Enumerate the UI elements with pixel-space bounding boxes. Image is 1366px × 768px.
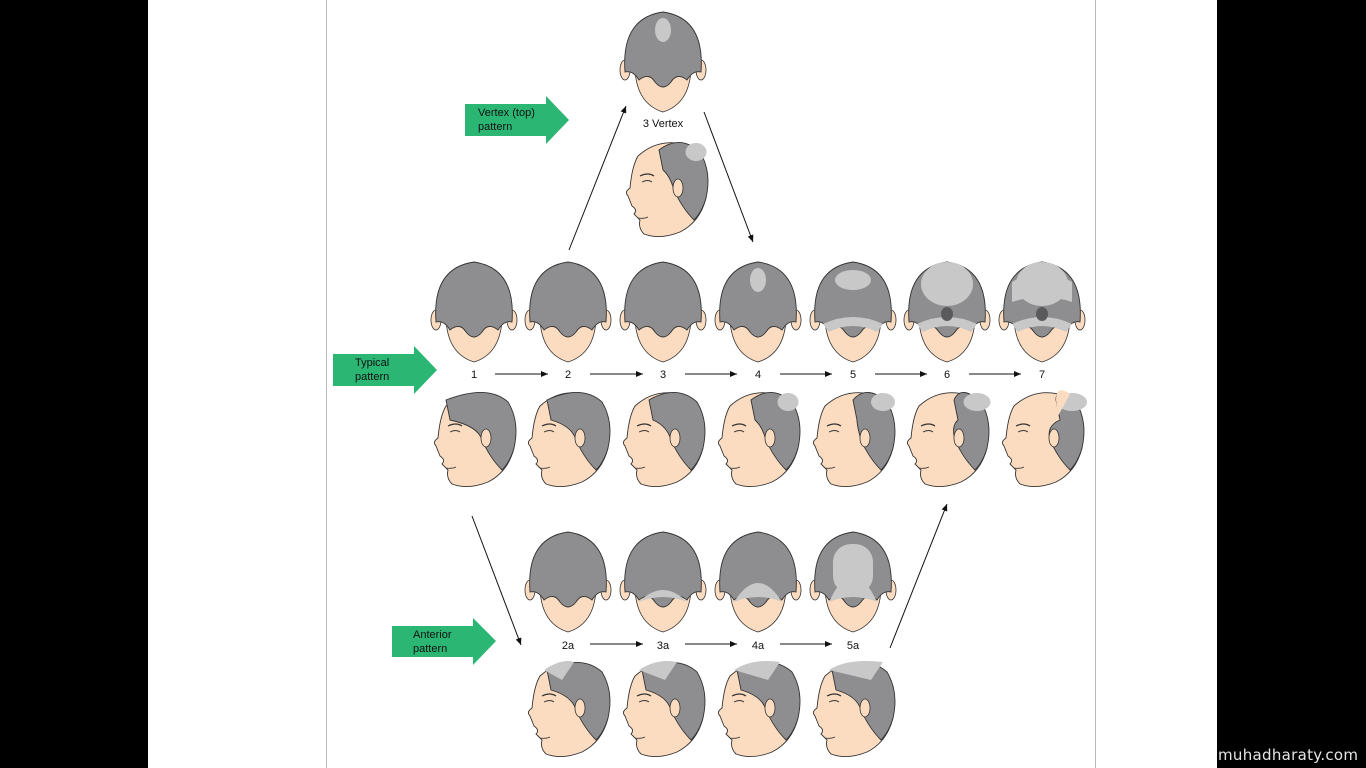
bald-band	[917, 317, 977, 332]
anterior-top-head-5a	[809, 531, 897, 633]
crown-thin	[777, 393, 799, 411]
typical-pattern-label-line1: Typical	[355, 357, 389, 369]
anterior-pattern-arrow: Anterior pattern	[392, 618, 496, 665]
vertex-side-head	[625, 142, 709, 237]
typical-top-head-6	[903, 261, 991, 363]
bald-crown	[750, 268, 766, 292]
crown-thin	[871, 393, 895, 411]
vertex-pattern-arrow: Vertex (top) pattern	[465, 96, 569, 144]
typical-top-head-7	[998, 261, 1086, 363]
typical-stage-label-1: 1	[471, 369, 477, 381]
typical-stage-label-4: 4	[755, 369, 761, 381]
crown-thin	[685, 143, 707, 161]
anterior-recession	[829, 661, 883, 680]
bald-band	[823, 317, 883, 332]
typical-stage-label-3: 3	[660, 369, 666, 381]
progression-arrows	[471, 105, 1021, 649]
arrow-anterior-to-6	[889, 503, 948, 649]
bald-crown	[921, 262, 973, 306]
anterior-bald-area	[639, 590, 687, 602]
typical-stage-label-5: 5	[850, 369, 856, 381]
anterior-recession	[734, 661, 780, 680]
typical-side-head-7	[1001, 390, 1087, 487]
typical-top-head-2	[524, 261, 612, 363]
typical-side-head-5	[812, 392, 896, 487]
typical-stage-label-2: 2	[565, 369, 571, 381]
arrow-vertex-to-4	[703, 111, 754, 243]
anterior-top-head-3a	[619, 531, 707, 633]
typical-side-head-1	[433, 392, 517, 487]
typical-stage-label-7: 7	[1039, 369, 1045, 381]
vertex-pattern-label-line2: pattern	[478, 121, 512, 133]
anterior-stage-labels: 2a 3a 4a 5a	[562, 640, 860, 652]
right-border-line	[1095, 0, 1096, 768]
anterior-stage-label-3a: 3a	[657, 640, 670, 652]
typical-top-head-3	[619, 261, 707, 363]
vertex-stage-label: 3 Vertex	[643, 118, 684, 130]
anterior-side-head-2a	[527, 661, 611, 757]
anterior-stage-label-4a: 4a	[752, 640, 765, 652]
bald-crown	[835, 270, 871, 290]
typical-pattern-label-line2: pattern	[355, 371, 389, 383]
head-illustrations	[430, 11, 1087, 757]
bald-band	[1012, 317, 1072, 332]
anterior-pattern-label-line2: pattern	[413, 643, 447, 655]
vertex-top-head	[619, 11, 707, 113]
watermark: muhadharaty.com	[1218, 746, 1359, 764]
anterior-bald-area	[734, 583, 782, 602]
hair-tuft	[1036, 307, 1048, 321]
anterior-stage-label-2a: 2a	[562, 640, 575, 652]
typical-side-head-6	[906, 392, 991, 487]
typical-side-head-3	[622, 392, 706, 487]
anterior-side-head-5a	[812, 661, 896, 757]
typical-side-head-4	[717, 392, 801, 487]
anterior-stage-label-5a: 5a	[847, 640, 860, 652]
typical-side-head-2	[527, 392, 611, 487]
left-border-line	[326, 0, 327, 768]
typical-top-head-4	[714, 261, 802, 363]
typical-top-head-5	[809, 261, 897, 363]
anterior-side-head-3a	[622, 661, 706, 757]
anterior-top-head-2a	[524, 531, 612, 633]
vertex-pattern-label-line1: Vertex (top)	[478, 107, 535, 119]
crown-thin	[963, 393, 991, 411]
bald-crown	[655, 18, 671, 42]
anterior-side-head-4a	[717, 661, 801, 757]
typical-stage-labels: 1 2 3 4 5 6 7	[471, 369, 1045, 381]
typical-top-head-1	[430, 261, 518, 363]
anterior-recession	[639, 661, 677, 680]
arrow-to-vertex	[568, 105, 627, 251]
typical-pattern-arrow: Typical pattern	[333, 346, 437, 394]
arrow-to-anterior	[471, 515, 522, 646]
typical-stage-label-6: 6	[944, 369, 950, 381]
anterior-top-head-4a	[714, 531, 802, 633]
hair-tuft	[941, 307, 953, 321]
anterior-pattern-label-line1: Anterior	[413, 629, 452, 641]
anterior-recession	[544, 661, 574, 680]
